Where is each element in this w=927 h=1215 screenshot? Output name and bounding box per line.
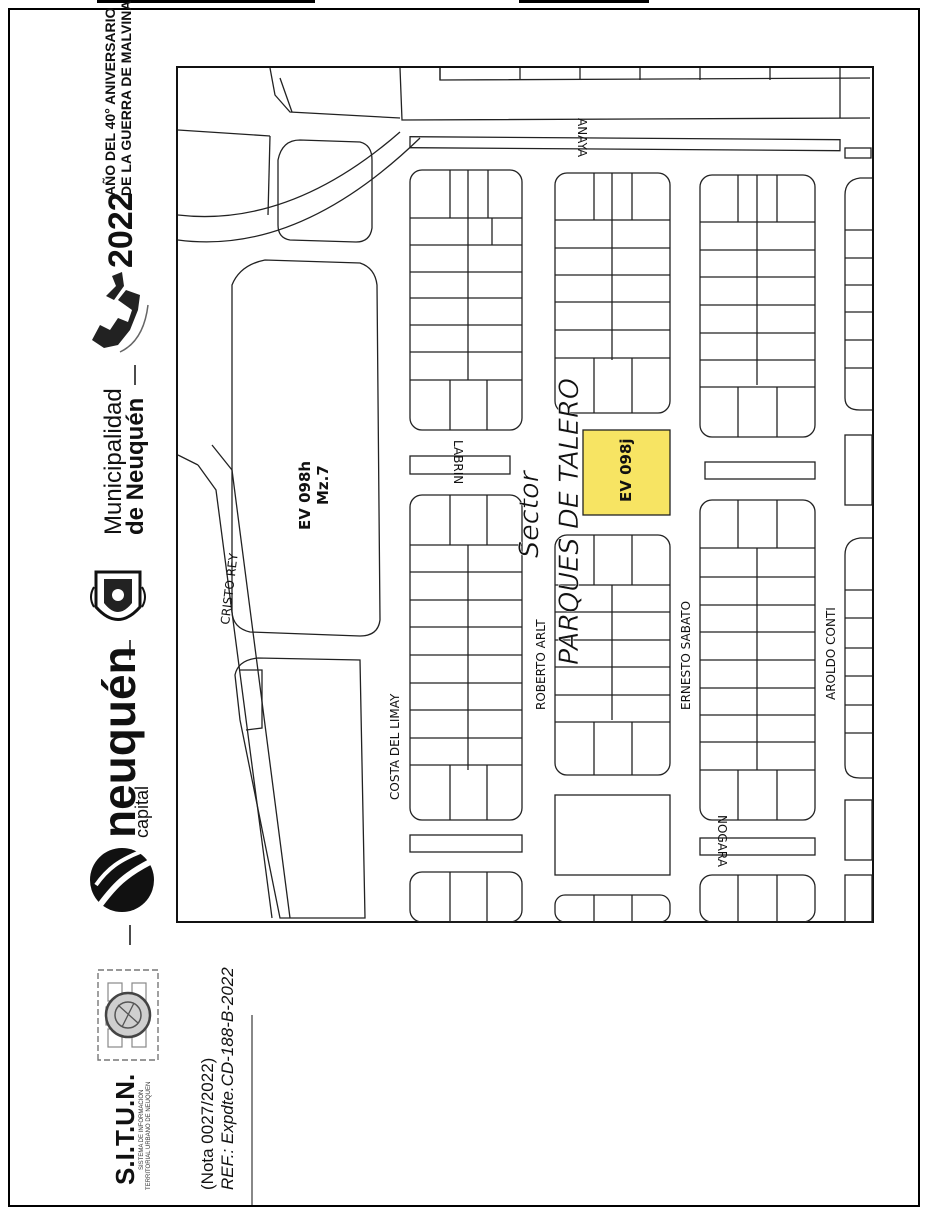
map-area: CRISTO REY COSTA DEL LIMAY ROBERTO ARLT …: [176, 66, 874, 923]
sector-label: Sector: [514, 469, 545, 558]
anniversary-line2: DE LA GUERRA DE MALVINAS: [118, 0, 134, 196]
reference-block: (Nota 0027/2022) REF.: Expdte.CD-188-B-2…: [198, 967, 253, 1205]
street-anaya: ANAYA: [575, 118, 589, 158]
malvinas-islands-icon: [92, 272, 149, 353]
blocks-col3: [699, 174, 816, 923]
block-north: [277, 139, 373, 243]
nota-text: (Nota 0027/2022): [198, 1058, 217, 1190]
block-south: [234, 657, 366, 919]
top-rule-right: [519, 0, 649, 3]
situn-title: S.I.T.U.N.: [110, 1074, 140, 1185]
situn-logo: S.I.T.U.N. SISTEMA DE INFORMACION TERRIT…: [97, 969, 159, 1190]
anaya-median: [409, 136, 841, 152]
top-strip: [177, 67, 871, 216]
situn-subtitle-line2: TERRITORIAL URBANO DE NEUQUEN: [146, 1082, 152, 1190]
parcel-ev098j: [582, 429, 671, 516]
neuquen-swirl-icon: [90, 848, 154, 912]
anniversary-line1: AÑO DEL 40° ANIVERSARIO: [101, 7, 118, 196]
street-labrin: LABRIN: [451, 440, 465, 484]
ref-text: REF.: Expdte.CD-188-B-2022: [218, 967, 237, 1190]
street-roberto-arlt: ROBERTO ARLT: [534, 619, 548, 710]
parcel-ev098h-label: EV 098h: [296, 461, 314, 530]
street-costa-del-limay: COSTA DEL LIMAY: [388, 693, 402, 800]
blocks-col2: [554, 172, 671, 923]
municipalidad-crest-icon: [90, 570, 146, 621]
parcel-ev098h-mz: Mz.7: [314, 465, 332, 505]
sector-name: PARQUES DE TALERO: [554, 378, 585, 665]
municipalidad-line2: de Neuquén: [122, 398, 149, 535]
blocks-col4: [844, 177, 873, 923]
page-frame: [8, 8, 920, 1207]
block-ev098h: [231, 259, 381, 637]
situn-subtitle-line1: SISTEMA DE INFORMACION: [139, 1090, 145, 1170]
header-band: S.I.T.U.N. SISTEMA DE INFORMACION TERRIT…: [90, 0, 159, 1190]
street-nogara: NOGARA: [715, 815, 729, 868]
top-rule-left: [97, 0, 315, 3]
blocks-col1: [409, 169, 523, 923]
street-aroldo-conti: AROLDO CONTI: [824, 607, 838, 700]
neuquen-sub: capital: [132, 786, 152, 838]
anniversary-year: 2022: [102, 192, 140, 268]
municipalidad-line1: Municipalidad: [100, 388, 127, 535]
neuquen-capital-logo: neuquén capital: [90, 646, 154, 912]
street-ernesto-sabato: ERNESTO SABATO: [679, 601, 693, 710]
situn-emblem-icon: [97, 969, 159, 1061]
neuquen-brand: neuquén: [93, 646, 145, 838]
anaya-median-end: [844, 147, 872, 159]
parcel-ev098j-label: EV 098j: [617, 438, 635, 502]
